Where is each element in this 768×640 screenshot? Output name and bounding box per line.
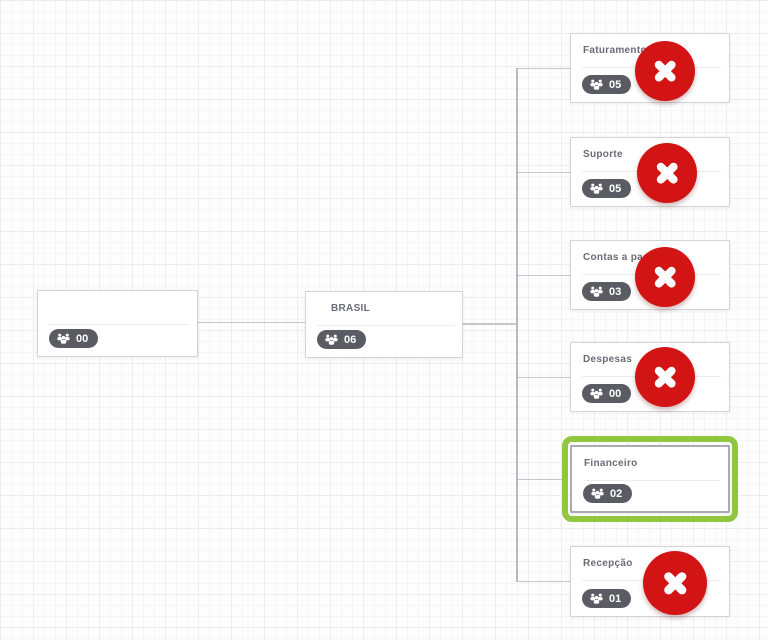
member-count-badge: 05 [582,179,632,198]
member-count-badge: 06 [317,330,367,349]
member-count: 05 [609,78,622,91]
connector-line [518,275,570,276]
org-node-title: Suporte [583,149,623,160]
users-icon [324,333,339,346]
users-icon [56,332,71,345]
member-count-badge: 01 [582,589,632,608]
connector-line [518,479,562,480]
member-count: 00 [76,332,89,345]
connector-line [198,322,305,323]
member-count-badge: 03 [582,282,632,301]
org-node-financeiro[interactable]: Financeiro 02 [570,445,730,513]
connector-line [463,323,517,325]
member-count: 01 [609,592,622,605]
users-icon [589,592,604,605]
users-icon [589,78,604,91]
connector-line [518,68,570,69]
member-count: 02 [610,487,623,500]
org-node-title: Financeiro [584,458,638,469]
connector-trunk-line [516,68,518,582]
connector-line [518,581,570,582]
delete-node-icon-contas-a-pagar[interactable] [635,247,695,307]
member-count-badge: 05 [582,75,632,94]
node-divider [583,480,720,481]
users-icon [589,387,604,400]
org-node-title: Recepção [583,558,633,569]
connector-line [518,172,570,173]
org-node-root[interactable]: 00 [37,290,198,357]
member-count-badge: 02 [583,484,633,503]
org-node-title: Despesas [583,354,633,365]
org-node-title: Contas a pagar [583,252,660,263]
org-node-title: Faturamento [583,45,647,56]
member-count-badge: 00 [582,384,632,403]
member-count: 03 [609,285,622,298]
delete-node-icon-faturamento[interactable] [635,41,695,101]
node-divider [49,324,189,325]
users-icon [589,182,604,195]
member-count: 06 [344,333,357,346]
delete-node-icon-suporte[interactable] [637,143,697,203]
users-icon [589,285,604,298]
node-divider [317,325,454,326]
connector-line [518,377,570,378]
org-node-brasil[interactable]: BRASIL 06 [305,291,463,358]
delete-node-icon-despesas[interactable] [635,347,695,407]
delete-node-icon-recepcao[interactable] [643,551,707,615]
users-icon [590,487,605,500]
member-count-badge: 00 [49,329,99,348]
org-node-title: BRASIL [331,303,371,314]
member-count: 00 [609,387,622,400]
member-count: 05 [609,182,622,195]
